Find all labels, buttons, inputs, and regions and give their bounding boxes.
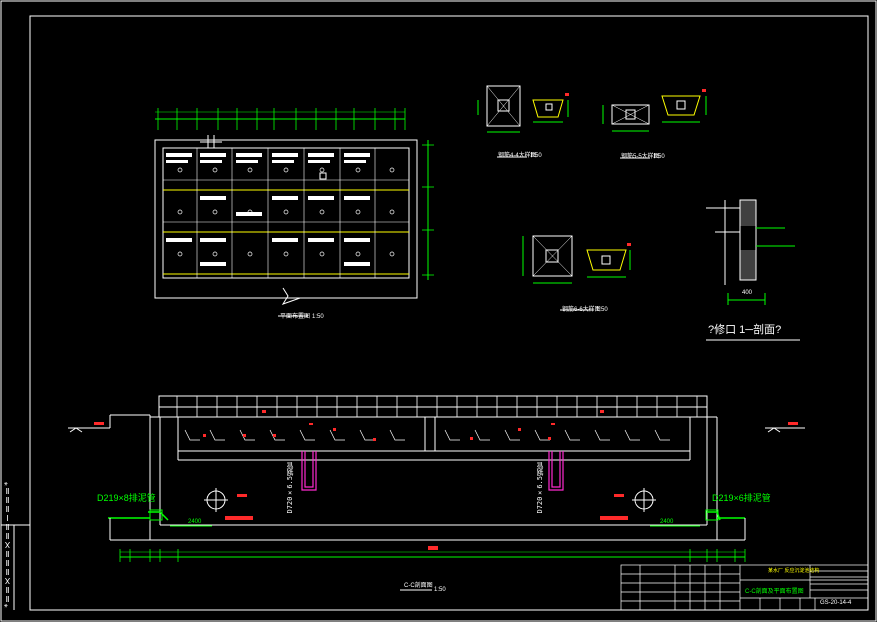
detail-c-scale: 1:50 [596,307,608,313]
plan-title: 平面布置图 [280,314,311,320]
inner-frame [29,15,869,611]
right-dim: 2400 [660,519,674,525]
right-riser-label: D720×6.5钢管 [536,462,544,514]
drawing-number: GS-20-14-4 [820,600,852,606]
detail-c [522,235,631,311]
left-riser-label: D720×6.5钢管 [286,462,294,514]
drawing-name: C-C剖面及平面布置图 [745,589,804,595]
outlet-dim: 400 [742,290,753,296]
detail-b-scale: 1:50 [653,154,665,160]
section-c-c [68,395,805,591]
title-block [620,564,869,611]
plan-view [154,108,434,317]
detail-c-title: 钢筋6-6大样图 [562,307,601,313]
detail-b-title: 钢筋5-5大样图 [621,154,660,160]
detail-b [602,89,707,159]
section-scale: 1:50 [434,587,446,593]
left-dim: 2400 [188,519,202,525]
frame-stamp: *ⅡⅡⅩⅡⅡⅡⅩⅡⅡⅠⅡⅡⅡ* [3,481,12,608]
detail-a-title: 钢筋4-4大样图 [498,153,537,159]
outlet-title: ?修口 1─剖面? [708,324,782,336]
outlet-section [706,199,800,341]
detail-a [477,85,569,158]
detail-a-scale: 1:50 [530,153,542,159]
right-pipe-label: D219×6排泥管 [712,493,771,503]
section-title: C-C剖面图 [404,583,433,589]
left-pipe-label: D219×8排泥管 [97,493,156,503]
plan-scale: 1:50 [312,314,324,320]
project-name: 某水厂 反应沉淀池结构 [768,568,820,574]
